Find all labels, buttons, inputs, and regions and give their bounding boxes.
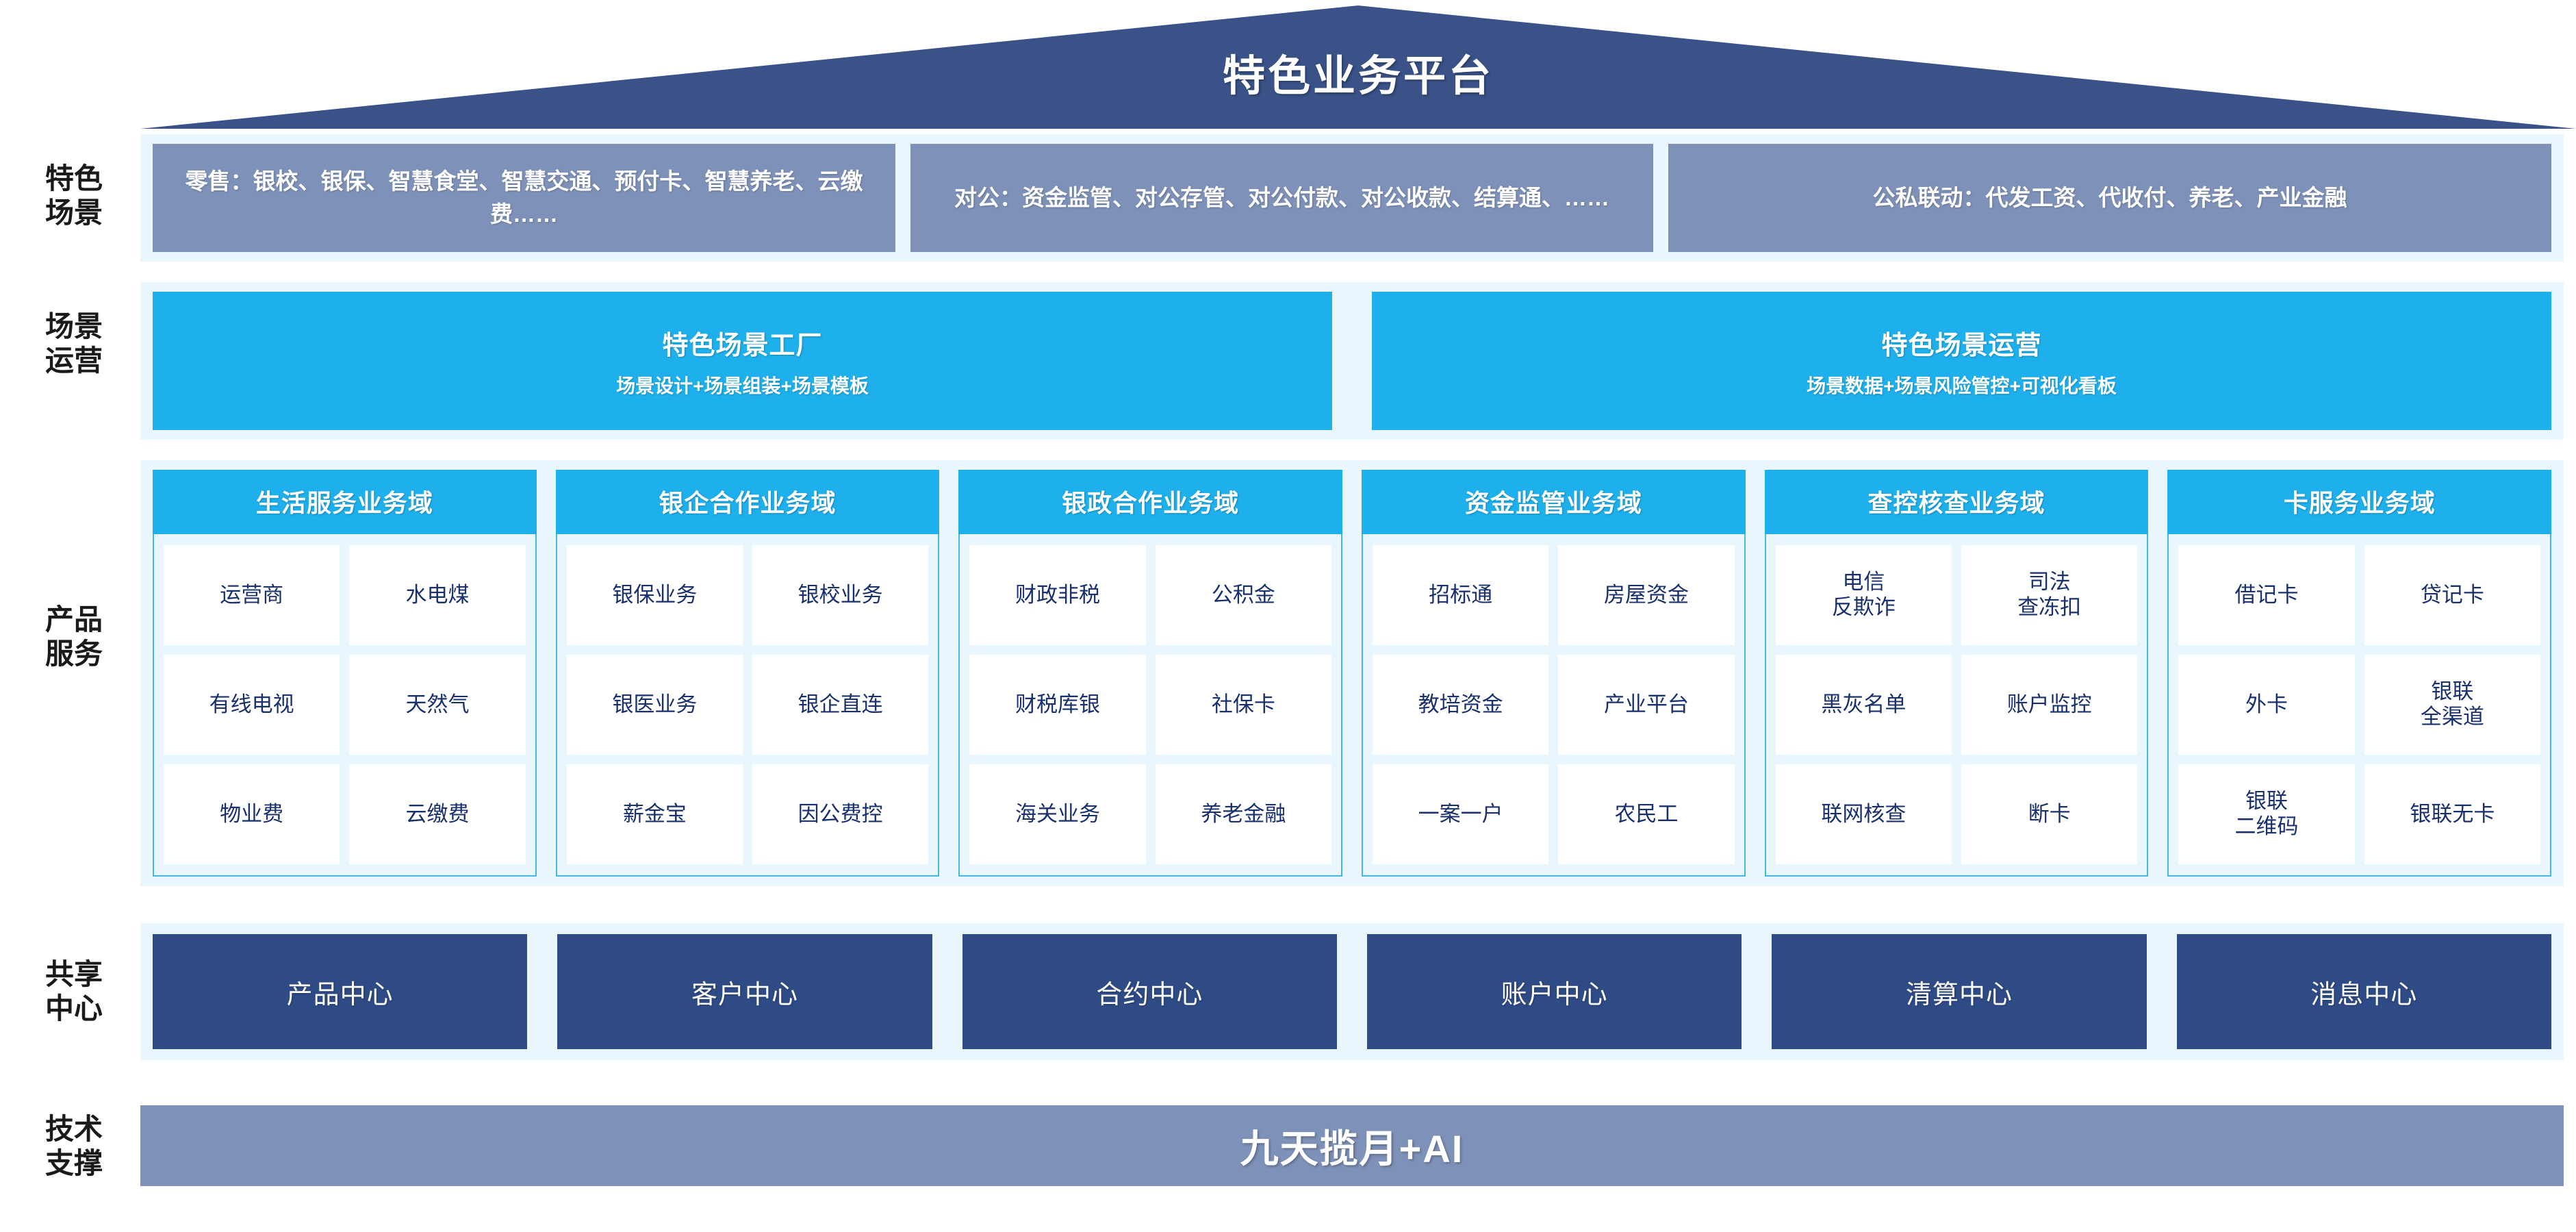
product-cell[interactable]: 房屋资金 <box>1558 545 1735 645</box>
product-cell[interactable]: 运营商 <box>164 545 340 645</box>
row-label-products: 产品 服务 <box>44 603 103 670</box>
operations-subtitle: 场景数据+场景风险管控+可视化看板 <box>1807 375 2117 397</box>
product-domain-grid: 财政非税 公积金 财税库银 社保卡 海关业务 养老金融 <box>958 534 1343 877</box>
product-cell[interactable]: 产业平台 <box>1558 655 1735 755</box>
product-cell[interactable]: 银校业务 <box>752 545 929 645</box>
product-cell[interactable]: 一案一户 <box>1373 764 1549 864</box>
operations-title: 特色场景工厂 <box>662 331 823 360</box>
row-label-operations: 场景 运营 <box>44 310 103 377</box>
product-cell[interactable]: 因公费控 <box>752 764 929 864</box>
product-domain-header: 生活服务业务域 <box>153 470 537 534</box>
product-domain-column: 生活服务业务域 运营商 水电煤 有线电视 天然气 物业费 云缴费 <box>153 470 537 877</box>
shared-center-clearing[interactable]: 清算中心 <box>1772 934 2147 1049</box>
product-cell[interactable]: 银联无卡 <box>2364 764 2541 864</box>
tech-support-bar[interactable]: 九天揽月+AI <box>140 1105 2564 1186</box>
product-cell[interactable]: 断卡 <box>1961 764 2138 864</box>
roof-shape <box>140 5 2576 129</box>
operations-subtitle: 场景设计+场景组装+场景模板 <box>616 375 869 397</box>
product-domain-grid: 借记卡 贷记卡 外卡 银联 全渠道 银联 二维码 银联无卡 <box>2167 534 2552 877</box>
product-cell[interactable]: 联网核查 <box>1775 764 1952 864</box>
product-cell[interactable]: 财政非税 <box>969 545 1146 645</box>
product-domain-grid: 电信 反欺诈 司法 查冻扣 黑灰名单 账户监控 联网核查 断卡 <box>1764 534 2149 877</box>
scenario-box-corporate[interactable]: 对公：资金监管、对公存管、对公付款、对公收款、结算通、…… <box>910 144 1653 252</box>
product-domain-column: 查控核查业务域 电信 反欺诈 司法 查冻扣 黑灰名单 账户监控 联网核查 断卡 <box>1764 470 2149 877</box>
product-domain-header: 卡服务业务域 <box>2167 470 2552 534</box>
product-cell[interactable]: 银联 二维码 <box>2178 764 2355 864</box>
shared-center-account[interactable]: 账户中心 <box>1366 934 1742 1049</box>
scenario-box-retail[interactable]: 零售：银校、银保、智慧食堂、智慧交通、预付卡、智慧养老、云缴费…… <box>153 144 895 252</box>
operations-box-scene-factory[interactable]: 特色场景工厂 场景设计+场景组装+场景模板 <box>153 292 1332 430</box>
product-cell[interactable]: 借记卡 <box>2178 545 2355 645</box>
product-domain-grid: 招标通 房屋资金 教培资金 产业平台 一案一户 农民工 <box>1362 534 1746 877</box>
product-cell[interactable]: 账户监控 <box>1961 655 2138 755</box>
product-cell[interactable]: 银保业务 <box>566 545 743 645</box>
platform-roof-banner: 特色业务平台 <box>140 5 2576 129</box>
product-cell[interactable]: 招标通 <box>1373 545 1549 645</box>
row-label-shared: 共享 中心 <box>44 958 103 1024</box>
product-cell[interactable]: 银企直连 <box>752 655 929 755</box>
product-cell[interactable]: 银医业务 <box>566 655 743 755</box>
product-domain-header: 查控核查业务域 <box>1764 470 2149 534</box>
product-cell[interactable]: 外卡 <box>2178 655 2355 755</box>
row-label-tech: 技术 支撑 <box>44 1113 103 1179</box>
product-cell[interactable]: 贷记卡 <box>2364 545 2541 645</box>
product-domain-grid: 运营商 水电煤 有线电视 天然气 物业费 云缴费 <box>153 534 537 877</box>
product-cell[interactable]: 司法 查冻扣 <box>1961 545 2138 645</box>
product-cell[interactable]: 黑灰名单 <box>1775 655 1952 755</box>
row-label-scenario: 特色 场景 <box>44 162 103 229</box>
product-cell[interactable]: 电信 反欺诈 <box>1775 545 1952 645</box>
product-cell[interactable]: 水电煤 <box>349 545 526 645</box>
product-cell[interactable]: 财税库银 <box>969 655 1146 755</box>
scenario-box-public-private[interactable]: 公私联动：代发工资、代收付、养老、产业金融 <box>1668 144 2551 252</box>
product-domain-grid: 银保业务 银校业务 银医业务 银企直连 薪金宝 因公费控 <box>555 534 940 877</box>
product-cell[interactable]: 农民工 <box>1558 764 1735 864</box>
products-band: 生活服务业务域 运营商 水电煤 有线电视 天然气 物业费 云缴费 银企合作业务域… <box>140 460 2564 886</box>
product-cell[interactable]: 云缴费 <box>349 764 526 864</box>
shared-centers-band: 产品中心 客户中心 合约中心 账户中心 清算中心 消息中心 <box>140 923 2564 1060</box>
product-cell[interactable]: 薪金宝 <box>566 764 743 864</box>
operations-band: 特色场景工厂 场景设计+场景组装+场景模板 特色场景运营 场景数据+场景风险管控… <box>140 282 2564 440</box>
product-domain-header: 银企合作业务域 <box>555 470 940 534</box>
product-cell[interactable]: 教培资金 <box>1373 655 1549 755</box>
product-domain-header: 资金监管业务域 <box>1362 470 1746 534</box>
product-cell[interactable]: 海关业务 <box>969 764 1146 864</box>
product-domain-column: 银企合作业务域 银保业务 银校业务 银医业务 银企直连 薪金宝 因公费控 <box>555 470 940 877</box>
shared-center-message[interactable]: 消息中心 <box>2176 934 2551 1049</box>
product-domain-column: 银政合作业务域 财政非税 公积金 财税库银 社保卡 海关业务 养老金融 <box>958 470 1343 877</box>
product-cell[interactable]: 天然气 <box>349 655 526 755</box>
shared-center-customer[interactable]: 客户中心 <box>557 934 932 1049</box>
product-cell[interactable]: 物业费 <box>164 764 340 864</box>
shared-center-product[interactable]: 产品中心 <box>153 934 528 1049</box>
product-domain-column: 卡服务业务域 借记卡 贷记卡 外卡 银联 全渠道 银联 二维码 银联无卡 <box>2167 470 2552 877</box>
product-domain-column: 资金监管业务域 招标通 房屋资金 教培资金 产业平台 一案一户 农民工 <box>1362 470 1746 877</box>
operations-box-scene-operation[interactable]: 特色场景运营 场景数据+场景风险管控+可视化看板 <box>1372 292 2551 430</box>
product-cell[interactable]: 社保卡 <box>1155 655 1332 755</box>
shared-center-contract[interactable]: 合约中心 <box>962 934 1337 1049</box>
product-cell[interactable]: 养老金融 <box>1155 764 1332 864</box>
product-domain-header: 银政合作业务域 <box>958 470 1343 534</box>
scenario-band: 零售：银校、银保、智慧食堂、智慧交通、预付卡、智慧养老、云缴费…… 对公：资金监… <box>140 134 2564 262</box>
operations-title: 特色场景运营 <box>1881 331 2042 360</box>
product-cell[interactable]: 公积金 <box>1155 545 1332 645</box>
product-cell[interactable]: 有线电视 <box>164 655 340 755</box>
product-cell[interactable]: 银联 全渠道 <box>2364 655 2541 755</box>
